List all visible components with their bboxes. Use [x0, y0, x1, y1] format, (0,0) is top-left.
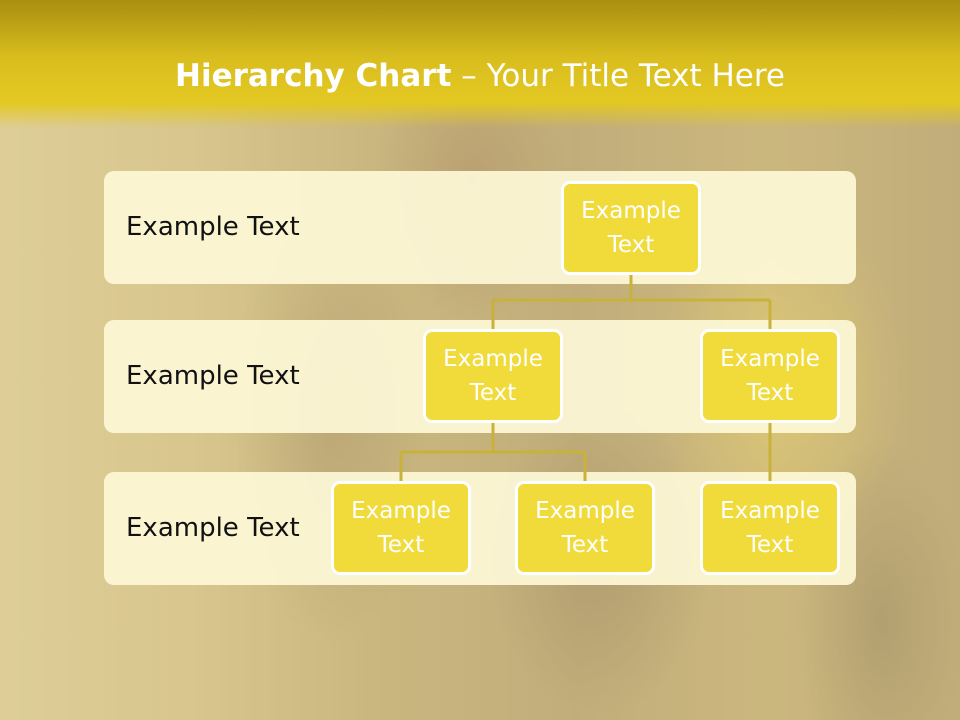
slide-title: Hierarchy Chart – Your Title Text Here [0, 52, 960, 100]
title-bold: Hierarchy Chart [175, 58, 452, 94]
level-band-1: Example Text [104, 171, 856, 284]
level-label-2: Example Text [126, 361, 300, 391]
connector-left-children [399, 422, 587, 482]
title-bar [0, 0, 960, 128]
level-label-1: Example Text [126, 212, 300, 242]
node-root[interactable]: Example Text [561, 181, 701, 275]
node-level2-left[interactable]: Example Text [423, 329, 563, 423]
connector-root-children [491, 274, 772, 330]
level-label-3: Example Text [126, 513, 300, 543]
title-rest: – Your Title Text Here [451, 58, 785, 94]
node-level2-right[interactable]: Example Text [700, 329, 840, 423]
node-level3-a[interactable]: Example Text [331, 481, 471, 575]
node-level3-b[interactable]: Example Text [515, 481, 655, 575]
node-level3-c[interactable]: Example Text [700, 481, 840, 575]
